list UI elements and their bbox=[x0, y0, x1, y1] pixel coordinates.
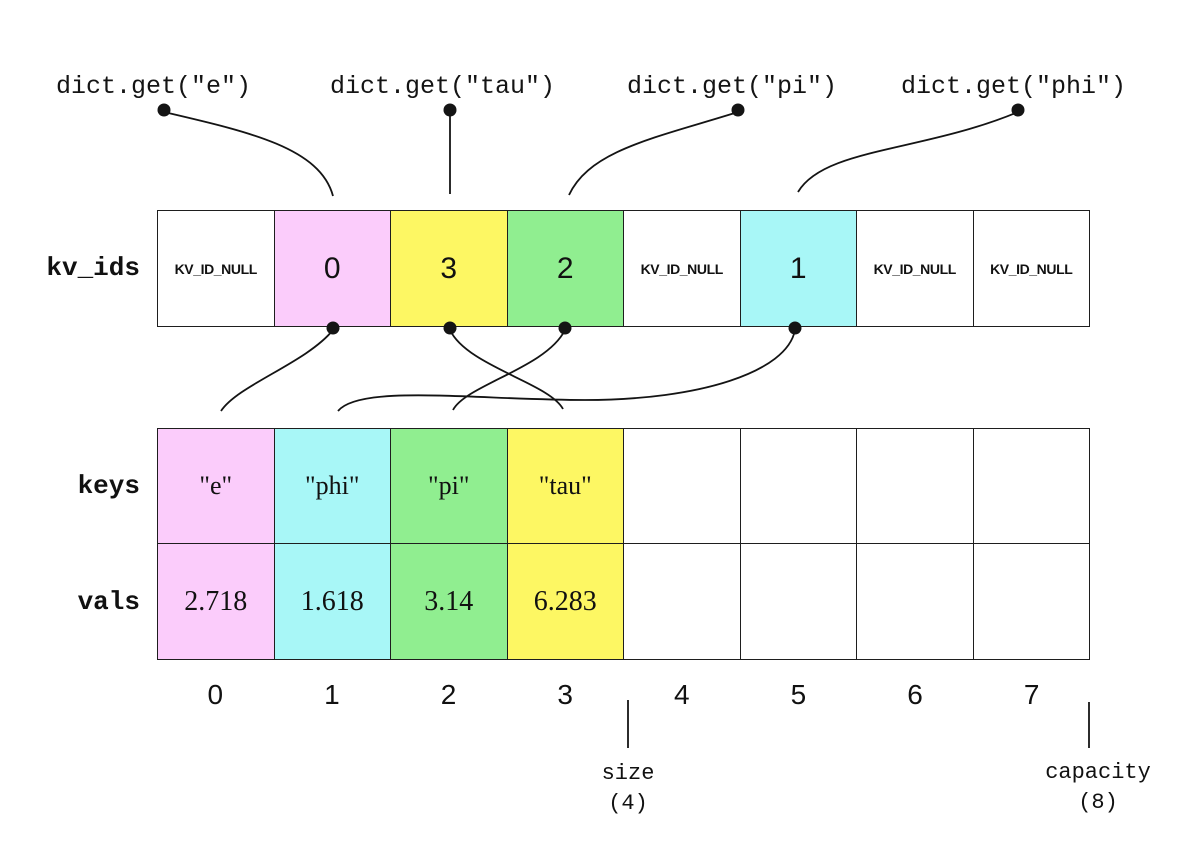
keys-cell-7 bbox=[972, 429, 1089, 543]
capacity-note: capacity (8) bbox=[1008, 758, 1188, 818]
index-label-5: 5 bbox=[790, 679, 807, 710]
arrow-slot-5-to-key-1 bbox=[337, 329, 796, 412]
capacity-label: capacity bbox=[1045, 760, 1151, 785]
keys-value-0: "e" bbox=[199, 471, 233, 500]
vals-value-2: 3.14 bbox=[424, 585, 474, 617]
query-label-get-pi: dict.get("pi") bbox=[627, 72, 838, 101]
kv-ids-value-6: KV_ID_NULL bbox=[873, 260, 957, 277]
keys-value-1: "phi" bbox=[305, 471, 360, 500]
kv-ids-cell-5: 1 bbox=[739, 211, 856, 326]
capacity-value: (8) bbox=[1078, 790, 1118, 815]
query-label-get-tau: dict.get("tau") bbox=[330, 72, 556, 101]
index-label-6: 6 bbox=[907, 679, 923, 710]
index-label-3: 3 bbox=[557, 679, 573, 710]
kv-ids-value-1: 0 bbox=[323, 251, 341, 285]
arrow-get-e-to-slot-1 bbox=[163, 111, 334, 197]
kv-ids-cell-2: 3 bbox=[390, 211, 507, 326]
vals-value-0: 2.718 bbox=[184, 585, 248, 617]
kv-ids-value-3: 2 bbox=[556, 251, 574, 285]
vals-array-row: 2.718 1.618 3.14 6.283 bbox=[157, 544, 1090, 660]
kv-ids-cell-0: KV_ID_NULL bbox=[158, 211, 274, 326]
size-label: size bbox=[601, 761, 655, 786]
kv-ids-value-2: 3 bbox=[440, 251, 458, 285]
vals-cell-3: 6.283 bbox=[506, 544, 623, 659]
kv-ids-row-label: kv_ids bbox=[46, 253, 140, 283]
vals-cell-1: 1.618 bbox=[273, 544, 390, 659]
keys-row-label: keys bbox=[77, 471, 140, 501]
index-label-7: 7 bbox=[1023, 679, 1040, 710]
keys-value-2: "pi" bbox=[428, 471, 470, 500]
kv-ids-cell-4: KV_ID_NULL bbox=[623, 211, 740, 326]
index-label-1: 1 bbox=[324, 679, 340, 710]
query-label-get-phi: dict.get("phi") bbox=[901, 72, 1127, 101]
kv-ids-value-4: KV_ID_NULL bbox=[640, 260, 724, 277]
kv-ids-value-0: KV_ID_NULL bbox=[174, 260, 258, 277]
keys-cell-0: "e" bbox=[158, 429, 274, 543]
keys-cell-4 bbox=[623, 429, 740, 543]
keys-value-3: "tau" bbox=[538, 471, 592, 500]
vals-cell-0: 2.718 bbox=[158, 544, 274, 659]
size-note: size (4) bbox=[558, 759, 698, 819]
vals-cell-7 bbox=[972, 544, 1089, 659]
query-dot-get-phi bbox=[1011, 103, 1025, 117]
query-dot-get-e bbox=[157, 103, 171, 117]
vals-value-3: 6.283 bbox=[533, 585, 597, 617]
keys-cell-3: "tau" bbox=[506, 429, 623, 543]
query-dot-get-pi bbox=[731, 103, 745, 117]
arrow-slot-2-to-key-3 bbox=[449, 329, 564, 410]
keys-cell-1: "phi" bbox=[273, 429, 390, 543]
arrow-get-pi-to-slot-3 bbox=[568, 111, 739, 196]
kv-ids-cell-1: 0 bbox=[273, 211, 390, 326]
index-label-2: 2 bbox=[440, 679, 457, 710]
keys-array-row: "e" "phi" "pi" "tau" bbox=[157, 428, 1090, 544]
index-label-4: 4 bbox=[674, 679, 690, 710]
vals-cell-6 bbox=[856, 544, 973, 659]
kv-ids-cell-6: KV_ID_NULL bbox=[856, 211, 973, 326]
keys-cell-2: "pi" bbox=[390, 429, 507, 543]
keys-cell-6 bbox=[856, 429, 973, 543]
keys-cell-5 bbox=[739, 429, 856, 543]
vals-cell-4 bbox=[623, 544, 740, 659]
arrow-get-phi-to-slot-5 bbox=[797, 111, 1019, 193]
vals-value-1: 1.618 bbox=[300, 585, 364, 617]
query-dot-get-tau bbox=[443, 103, 457, 117]
index-row: 0 1 2 3 4 5 6 7 bbox=[157, 678, 1090, 712]
index-label-0: 0 bbox=[207, 679, 224, 710]
kv-ids-cell-3: 2 bbox=[506, 211, 623, 326]
vals-row-label: vals bbox=[77, 587, 140, 617]
query-label-get-e: dict.get("e") bbox=[56, 72, 252, 101]
kv-ids-value-5: 1 bbox=[789, 251, 807, 285]
kv-ids-array-row: KV_ID_NULL 0 3 2 KV_ID_NULL 1 KV_ID_NULL… bbox=[157, 210, 1090, 327]
kv-ids-value-7: KV_ID_NULL bbox=[990, 260, 1073, 277]
vals-cell-5 bbox=[739, 544, 856, 659]
arrow-slot-3-to-key-2 bbox=[452, 329, 566, 411]
vals-cell-2: 3.14 bbox=[390, 544, 507, 659]
kv-ids-cell-7: KV_ID_NULL bbox=[972, 211, 1089, 326]
arrow-slot-1-to-key-0 bbox=[220, 329, 334, 412]
size-value: (4) bbox=[608, 791, 648, 816]
